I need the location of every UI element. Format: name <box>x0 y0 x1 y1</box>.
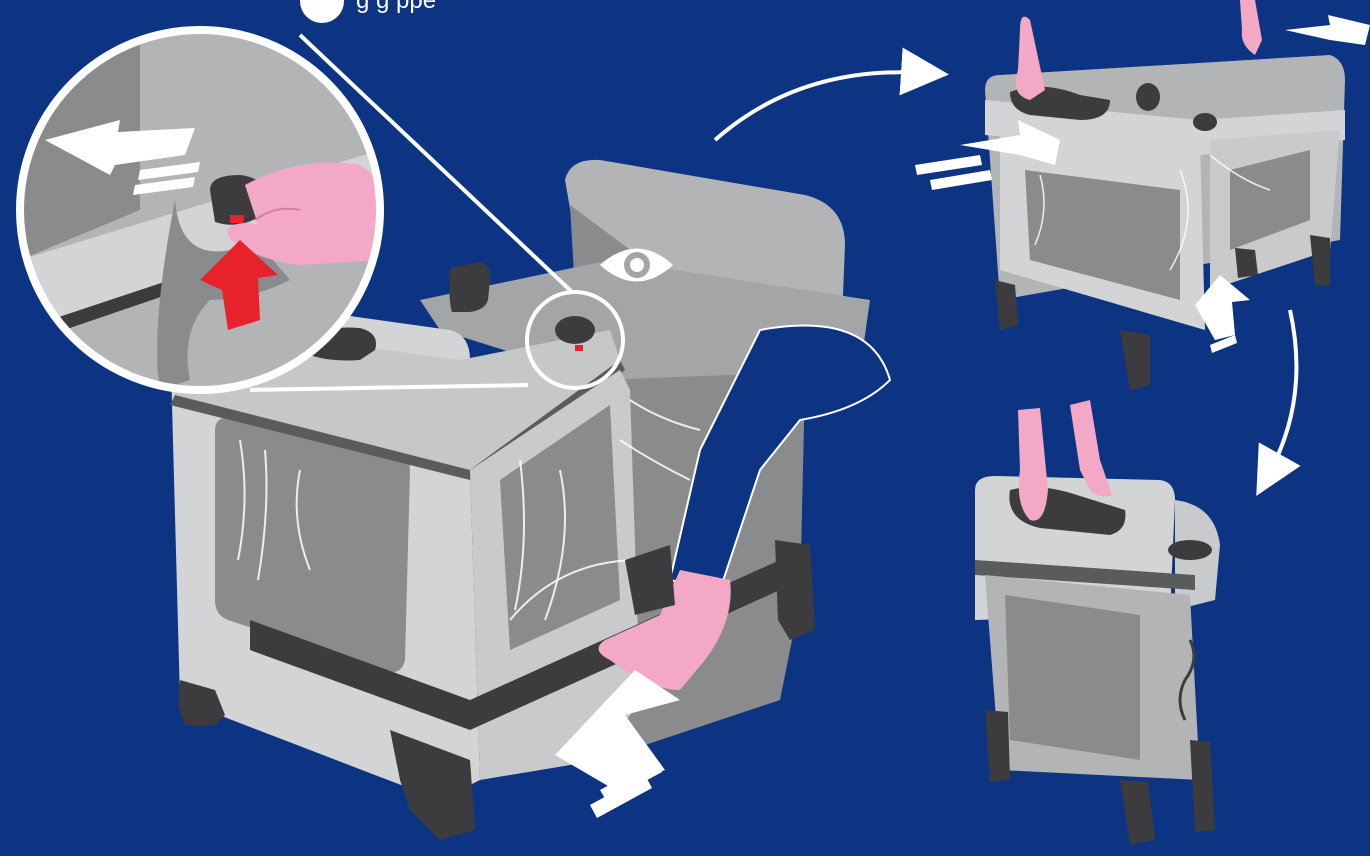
curved-arrow-icon <box>1268 310 1296 475</box>
changing-table-folded <box>975 400 1220 845</box>
detail-magnifier <box>20 30 380 390</box>
changing-table-folding <box>915 0 1370 390</box>
curved-arrow-icon <box>715 72 925 140</box>
